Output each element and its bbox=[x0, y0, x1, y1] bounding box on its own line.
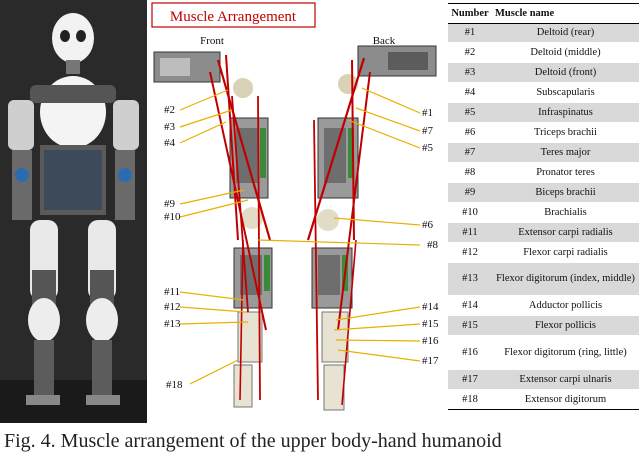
muscle-name: Extensor carpi radialis bbox=[492, 222, 639, 243]
muscle-name: Biceps brachii bbox=[492, 182, 639, 203]
muscle-number: #18 bbox=[448, 389, 492, 410]
muscle-number: #3 bbox=[448, 62, 492, 83]
label-front-13: #13 bbox=[164, 318, 181, 330]
figure-caption: Fig. 4. Muscle arrangement of the upper … bbox=[4, 430, 502, 452]
muscle-name: Flexor pollicis bbox=[492, 315, 639, 336]
muscle-name: Deltoid (front) bbox=[492, 62, 639, 83]
label-back-17: #17 bbox=[422, 355, 439, 367]
muscle-name: Infraspinatus bbox=[492, 102, 639, 123]
muscle-name: Teres major bbox=[492, 142, 639, 163]
muscle-number: #2 bbox=[448, 42, 492, 63]
label-front-9: #9 bbox=[164, 198, 176, 210]
robot-photo bbox=[0, 0, 147, 423]
label-back-7: #7 bbox=[422, 125, 434, 137]
muscle-number: #10 bbox=[448, 202, 492, 223]
front-leader-lines bbox=[179, 89, 249, 385]
label-front-12: #12 bbox=[164, 301, 181, 313]
muscle-name: Flexor carpi radialis bbox=[492, 242, 639, 263]
front-arm-model bbox=[153, 51, 273, 408]
view-front-label: Front bbox=[200, 35, 224, 47]
muscle-number: #16 bbox=[448, 335, 492, 370]
muscle-number: #6 bbox=[448, 122, 492, 143]
label-front-4: #4 bbox=[164, 137, 176, 149]
muscle-number: #5 bbox=[448, 102, 492, 123]
muscle-number: #9 bbox=[448, 182, 492, 203]
robot-illustration bbox=[0, 0, 147, 423]
muscle-arrangement-figure: Muscle Arrangement Front Back bbox=[148, 0, 448, 423]
label-front-18: #18 bbox=[166, 379, 183, 391]
muscle-name: Deltoid (rear) bbox=[492, 23, 639, 43]
figure-title: Muscle Arrangement bbox=[170, 9, 297, 25]
label-front-2: #2 bbox=[164, 104, 175, 116]
muscle-number: #7 bbox=[448, 142, 492, 163]
back-arm-model bbox=[306, 45, 437, 411]
muscle-number: #11 bbox=[448, 222, 492, 243]
muscle-number: #8 bbox=[448, 162, 492, 183]
muscle-number: #13 bbox=[448, 262, 492, 296]
back-leader-lines bbox=[257, 87, 421, 362]
muscle-number: #14 bbox=[448, 295, 492, 316]
label-back-8: #8 bbox=[427, 239, 439, 251]
muscle-number: #1 bbox=[448, 23, 492, 43]
muscle-number: #15 bbox=[448, 315, 492, 336]
table-header-row: Number Muscle name bbox=[448, 3, 639, 24]
muscle-name: Extensor carpi ulnaris bbox=[492, 369, 639, 390]
column-header-muscle-name: Muscle name bbox=[492, 3, 639, 24]
muscle-name: Pronator teres bbox=[492, 162, 639, 183]
label-back-16: #16 bbox=[422, 335, 439, 347]
label-back-6: #6 bbox=[422, 219, 434, 231]
label-back-15: #15 bbox=[422, 318, 439, 330]
column-header-number: Number bbox=[448, 3, 492, 24]
muscle-name: Adductor pollicis bbox=[492, 295, 639, 316]
muscle-number: #17 bbox=[448, 369, 492, 390]
muscle-name: Flexor digitorum (ring, little) bbox=[492, 335, 639, 370]
label-back-1: #1 bbox=[422, 107, 433, 119]
muscle-name: Extensor digitorum bbox=[492, 389, 639, 410]
label-back-14: #14 bbox=[422, 301, 439, 313]
view-back-label: Back bbox=[373, 35, 396, 47]
label-front-10: #10 bbox=[164, 211, 181, 223]
muscle-name: Deltoid (middle) bbox=[492, 42, 639, 63]
label-front-11: #11 bbox=[164, 286, 180, 298]
muscle-name: Triceps brachii bbox=[492, 122, 639, 143]
muscle-number: #12 bbox=[448, 242, 492, 263]
muscle-name: Brachialis bbox=[492, 202, 639, 223]
label-front-3: #3 bbox=[164, 121, 176, 133]
muscle-name: Flexor digitorum (index, middle) bbox=[492, 262, 639, 296]
label-back-5: #5 bbox=[422, 142, 434, 154]
muscle-name: Subscapularis bbox=[492, 82, 639, 103]
muscle-number: #4 bbox=[448, 82, 492, 103]
